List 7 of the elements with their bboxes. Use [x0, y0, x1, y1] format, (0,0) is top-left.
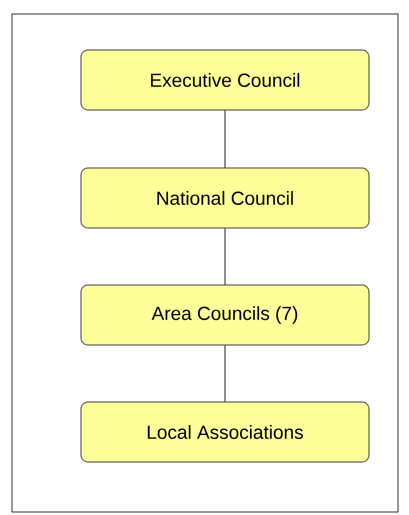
connector-line	[224, 345, 226, 402]
connector-line	[224, 228, 226, 285]
council-box: Executive Council	[80, 50, 370, 110]
council-box: Local Associations	[80, 402, 370, 462]
council-box: National Council	[80, 168, 370, 228]
connector-line	[224, 110, 226, 168]
council-box: Area Councils (7)	[80, 284, 370, 346]
